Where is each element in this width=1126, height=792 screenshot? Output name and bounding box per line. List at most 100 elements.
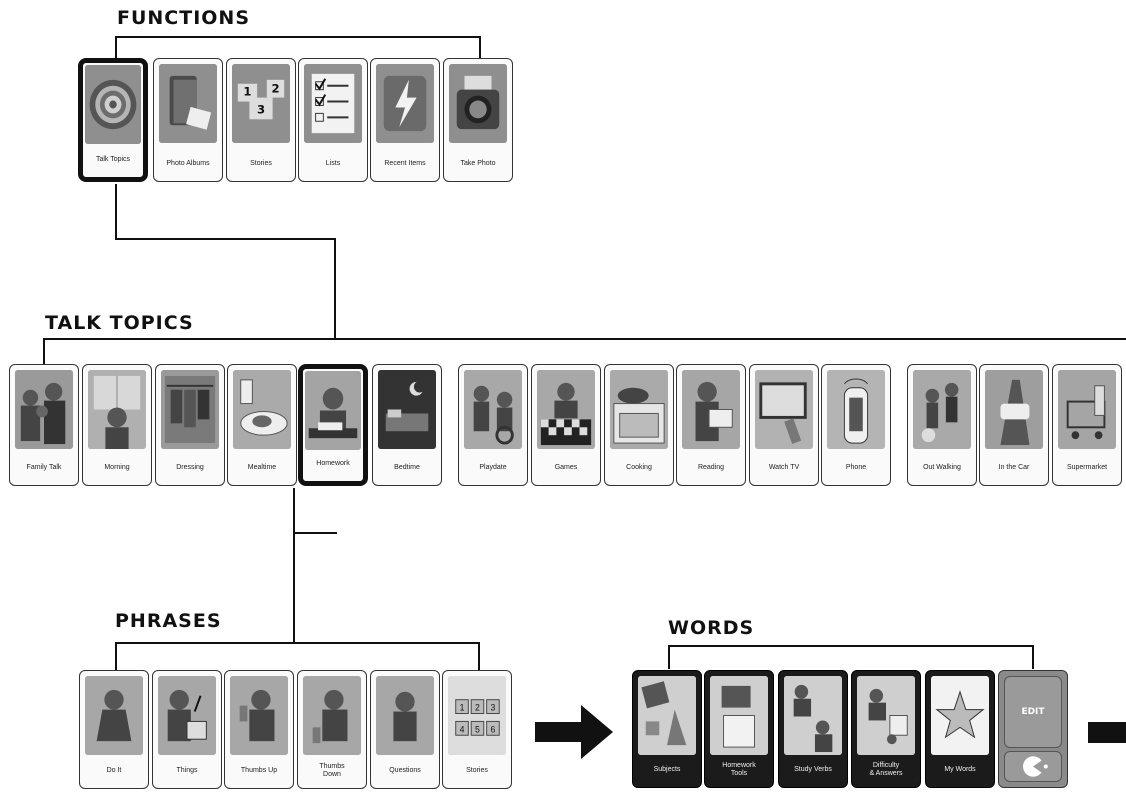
tile-label: Reading — [697, 464, 725, 471]
star-icon — [931, 676, 989, 755]
computer-icon — [710, 676, 768, 755]
topic-tile-playdate[interactable]: Playdate — [458, 364, 528, 486]
tile-label: Mealtime — [247, 464, 277, 471]
topic-tile-out-walking[interactable]: Out Walking — [907, 364, 977, 486]
lightning-icon — [376, 64, 434, 143]
difficulty-icon — [857, 676, 915, 755]
stove-icon — [610, 370, 668, 449]
word-tile-study-verbs[interactable]: Study Verbs — [778, 670, 848, 788]
function-tile-take-photo[interactable]: Take Photo — [443, 58, 513, 182]
phrase-tile-things[interactable]: Things — [152, 670, 222, 789]
function-tile-talk-topics[interactable]: Talk Topics — [78, 58, 148, 182]
function-tile-photo-albums[interactable]: Photo Albums — [153, 58, 223, 182]
questions-icon — [376, 676, 434, 755]
tv-icon — [755, 370, 813, 449]
thumbs-down-icon — [303, 676, 361, 755]
topic-tile-homework[interactable]: Homework — [298, 364, 368, 486]
tile-label: Stories — [466, 767, 488, 774]
study-icon — [784, 676, 842, 755]
functions-heading: FUNCTIONS — [117, 7, 251, 29]
reading-icon — [682, 370, 740, 449]
story-number: 2 — [271, 82, 279, 96]
story-number: 3 — [491, 702, 496, 712]
talk-topics-bracket-left — [43, 338, 45, 366]
tile-label: Questions — [389, 767, 421, 774]
right-arrow-icon — [1088, 722, 1126, 743]
things-icon — [158, 676, 216, 755]
tile-label: Take Photo — [460, 160, 496, 167]
meal-icon — [233, 370, 291, 449]
topic-tile-morning[interactable]: Morning — [82, 364, 152, 486]
tile-label: Cooking — [626, 464, 652, 471]
function-tile-lists[interactable]: Lists — [298, 58, 368, 182]
tile-label: Bedtime — [394, 464, 420, 471]
phrases-connector-down — [293, 532, 295, 644]
topic-tile-supermarket[interactable]: Supermarket — [1052, 364, 1122, 486]
function-tile-recent-items[interactable]: Recent Items — [370, 58, 440, 182]
story-number: 6 — [491, 724, 496, 734]
tile-label: Do It — [106, 767, 122, 774]
family-icon — [15, 370, 73, 449]
pacman-icon[interactable] — [1004, 751, 1062, 782]
topic-tile-mealtime[interactable]: Mealtime — [227, 364, 297, 486]
tile-label: Games — [554, 464, 578, 471]
thumbs-up-icon — [230, 676, 288, 755]
phrases-bracket — [115, 642, 480, 644]
tile-label: Playdate — [479, 464, 507, 471]
topic-tile-bedtime[interactable]: Bedtime — [372, 364, 442, 486]
cart-icon — [1058, 370, 1116, 449]
bed-icon — [378, 370, 436, 449]
topic-tile-cooking[interactable]: Cooking — [604, 364, 674, 486]
tile-label: Subjects — [653, 766, 681, 773]
tile-label: Photo Albums — [166, 160, 210, 167]
phrase-tile-thumbs-down[interactable]: Thumbs Down — [297, 670, 367, 789]
functions-bracket — [115, 36, 481, 38]
photo-album-icon — [159, 64, 217, 143]
tile-label: Things — [176, 767, 198, 774]
topic-tile-reading[interactable]: Reading — [676, 364, 746, 486]
functions-bracket-right — [479, 36, 481, 60]
edit-button[interactable]: EDIT — [1004, 676, 1062, 748]
topic-tile-phone[interactable]: Phone — [821, 364, 891, 486]
topic-tile-dressing[interactable]: Dressing — [155, 364, 225, 486]
closet-icon — [161, 370, 219, 449]
tile-label: Study Verbs — [794, 766, 832, 773]
camera-icon — [449, 64, 507, 143]
story-number: 1 — [460, 702, 465, 712]
topic-tile-in-the-car[interactable]: In the Car — [979, 364, 1049, 486]
morning-icon — [88, 370, 146, 449]
words-bracket-left — [668, 645, 670, 669]
topic-tile-games[interactable]: Games — [531, 364, 601, 486]
functions-connector-across — [115, 238, 336, 240]
talk-topics-heading: TALK TOPICS — [45, 312, 194, 334]
topic-tile-family-talk[interactable]: Family Talk — [9, 364, 79, 486]
homework-icon — [305, 371, 361, 450]
edit-label: EDIT — [1021, 707, 1045, 717]
phrase-tile-thumbs-up[interactable]: Thumbs Up — [224, 670, 294, 789]
phone-icon — [827, 370, 885, 449]
talk-topics-bracket — [43, 338, 1126, 340]
tile-label: Lists — [325, 160, 341, 167]
checkers-icon — [537, 370, 595, 449]
tile-label: Talk Topics — [95, 156, 131, 163]
tile-label: My Words — [944, 766, 976, 773]
word-tile-my-words[interactable]: My Words — [925, 670, 995, 788]
story-number: 3 — [257, 102, 265, 116]
phrase-tile-questions[interactable]: Questions — [370, 670, 440, 789]
phrases-bracket-left — [115, 642, 117, 670]
words-bracket — [668, 645, 1034, 647]
tile-label: Morning — [104, 464, 130, 471]
edit-tile[interactable]: EDIT — [998, 670, 1068, 788]
tile-label: Out Walking — [923, 464, 961, 471]
topic-tile-watch-tv[interactable]: Watch TV — [749, 364, 819, 486]
word-tile-subjects[interactable]: Subjects — [632, 670, 702, 788]
word-tile-homework-tools[interactable]: Homework Tools — [704, 670, 774, 788]
phrase-tile-do-it[interactable]: Do It — [79, 670, 149, 789]
functions-bracket-left — [115, 36, 117, 58]
word-tile-difficulty-answers[interactable]: Difficulty & Answers — [851, 670, 921, 788]
